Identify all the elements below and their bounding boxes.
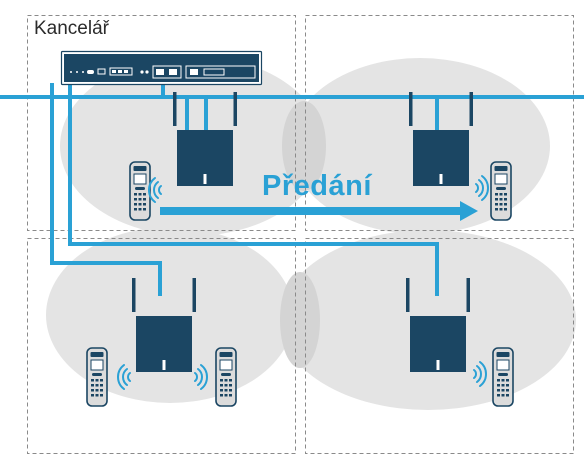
handset-4 [215, 347, 237, 407]
coverage-overlap-bottom [280, 272, 320, 368]
coverage-overlap-top [282, 101, 326, 191]
handset-3 [86, 347, 108, 407]
zones [27, 15, 574, 454]
zone-top-right [305, 15, 574, 231]
handset-5 [492, 347, 514, 407]
office-title: Kancelář [34, 18, 109, 39]
handover-arrow [160, 201, 478, 221]
handset-1 [129, 161, 151, 221]
zone-bottom-left [27, 238, 296, 454]
coverage-area-3 [46, 227, 294, 403]
zone-bottom-right [305, 238, 574, 454]
pbx-unit [60, 50, 263, 86]
zone-top-left [27, 15, 296, 231]
handset-2 [490, 161, 512, 221]
cable-to-base-station-4 [68, 83, 439, 296]
network-cables [0, 83, 584, 296]
handover-label: Předání [262, 170, 372, 202]
cable-to-base-station-3 [50, 83, 162, 296]
